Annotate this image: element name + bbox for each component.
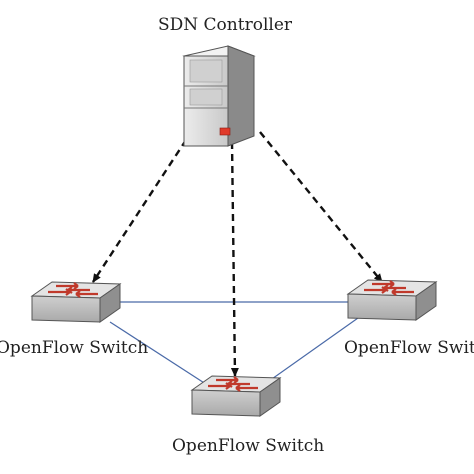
data-link-bottom-right (261, 317, 359, 387)
switch-bottom-icon (190, 375, 282, 417)
controller-label: SDN Controller (158, 15, 292, 35)
controller-server-icon (182, 45, 256, 147)
control-link-bottom (230, 141, 239, 377)
switch-right-label: OpenFlow Switch (344, 338, 474, 358)
data-link-left-bottom (109, 321, 213, 389)
switch-left-label: OpenFlow Switch (0, 338, 149, 358)
switch-bottom-label: OpenFlow Switch (172, 436, 325, 456)
control-link-left (91, 139, 188, 283)
switch-left-icon (30, 281, 122, 323)
switch-right-icon (346, 279, 438, 321)
control-link-right (259, 131, 383, 283)
controller-indicator-light (219, 127, 231, 136)
control-links (91, 131, 383, 377)
